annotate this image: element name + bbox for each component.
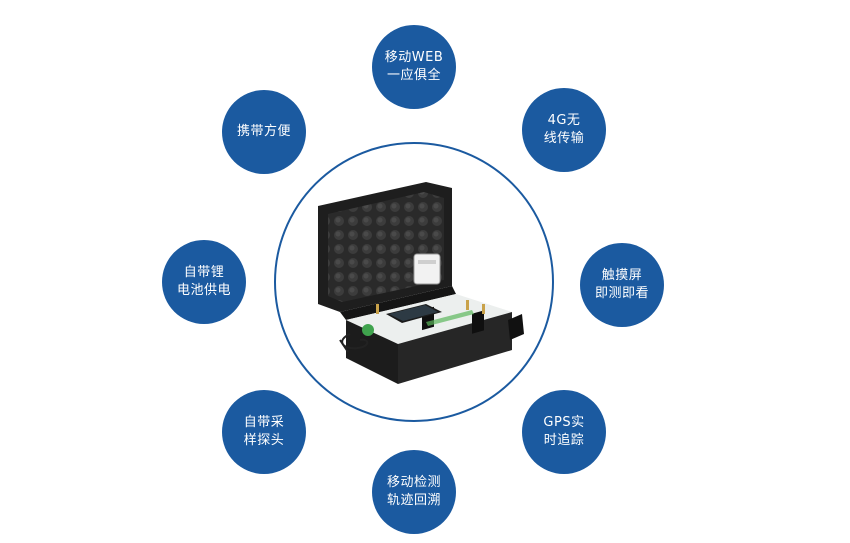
feature-line2: 电池供电	[176, 283, 231, 298]
feature-line1: 自带锂	[183, 265, 225, 280]
feature-touchscreen: 触摸屏 即测即看	[580, 243, 664, 327]
feature-portable: 携带方便	[222, 90, 306, 174]
feature-line2: 时追踪	[543, 433, 585, 448]
feature-line1: 自带采	[243, 415, 285, 430]
feature-sampling-probe: 自带采 样探头	[222, 390, 306, 474]
feature-track-playback: 移动检测 轨迹回溯	[372, 450, 456, 534]
feature-line1: 携带方便	[236, 124, 291, 139]
feature-line2: 一应俱全	[386, 68, 441, 83]
feature-line1: 移动检测	[386, 475, 441, 490]
feature-line1: 触摸屏	[601, 268, 643, 283]
feature-line2: 线传输	[543, 131, 585, 146]
portable-detector-case-icon	[318, 182, 524, 384]
feature-line1: GPS实	[543, 415, 585, 430]
feature-mobile-web: 移动WEB 一应俱全	[372, 25, 456, 109]
feature-line2: 即测即看	[594, 286, 649, 301]
center-device-ring	[274, 142, 554, 422]
feature-line2: 轨迹回溯	[386, 493, 441, 508]
feature-gps-tracking: GPS实 时追踪	[522, 390, 606, 474]
feature-line1: 移动WEB	[384, 50, 444, 65]
feature-line1: 4G无	[547, 113, 581, 128]
feature-4g-wireless: 4G无 线传输	[522, 88, 606, 172]
feature-line2: 样探头	[243, 433, 285, 448]
feature-lithium-battery: 自带锂 电池供电	[162, 240, 246, 324]
